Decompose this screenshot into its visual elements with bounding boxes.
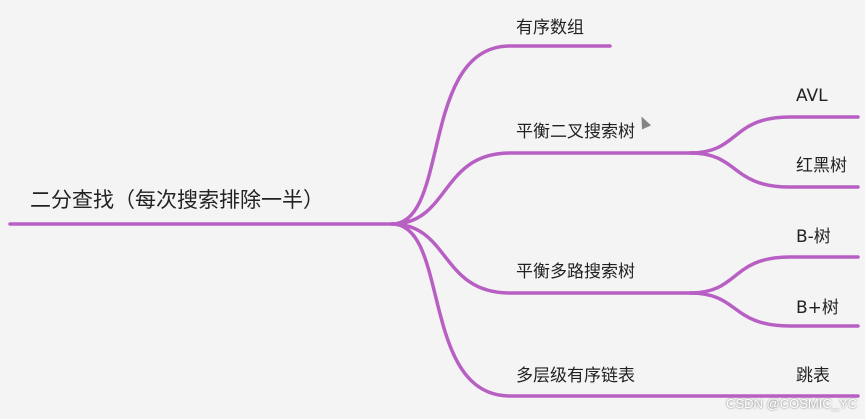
leaf-label-b-plus-tree: B+树 — [796, 298, 839, 318]
leaf-label-red-black-tree: 红黑树 — [796, 156, 847, 176]
edge-avl — [688, 115, 860, 155]
root-node-label: 二分查找（每次搜索排除一半） — [30, 188, 324, 212]
branch-label-balanced-bst: 平衡二叉搜索树 — [516, 122, 635, 142]
edge-balanced-multiway-tree — [390, 222, 702, 295]
leaf-label-b-tree: B-树 — [796, 227, 831, 247]
edge-balanced-bst — [390, 151, 702, 226]
leaf-label-avl: AVL — [796, 86, 828, 106]
edge-b-plus-tree — [688, 291, 860, 328]
branch-label-sorted-array: 有序数组 — [516, 18, 584, 38]
watermark: CSDN @COSMIC_YC — [726, 396, 857, 411]
edge-sorted-array — [390, 44, 612, 226]
branch-label-balanced-multiway-tree: 平衡多路搜索树 — [516, 262, 635, 282]
branch-label-multilevel-linked-list: 多层级有序链表 — [516, 366, 635, 386]
edge-red-black-tree — [688, 151, 860, 189]
leaf-label-skip-list: 跳表 — [796, 366, 830, 386]
edge-multilevel-linked-list — [390, 222, 860, 398]
edge-b-tree — [688, 255, 860, 295]
